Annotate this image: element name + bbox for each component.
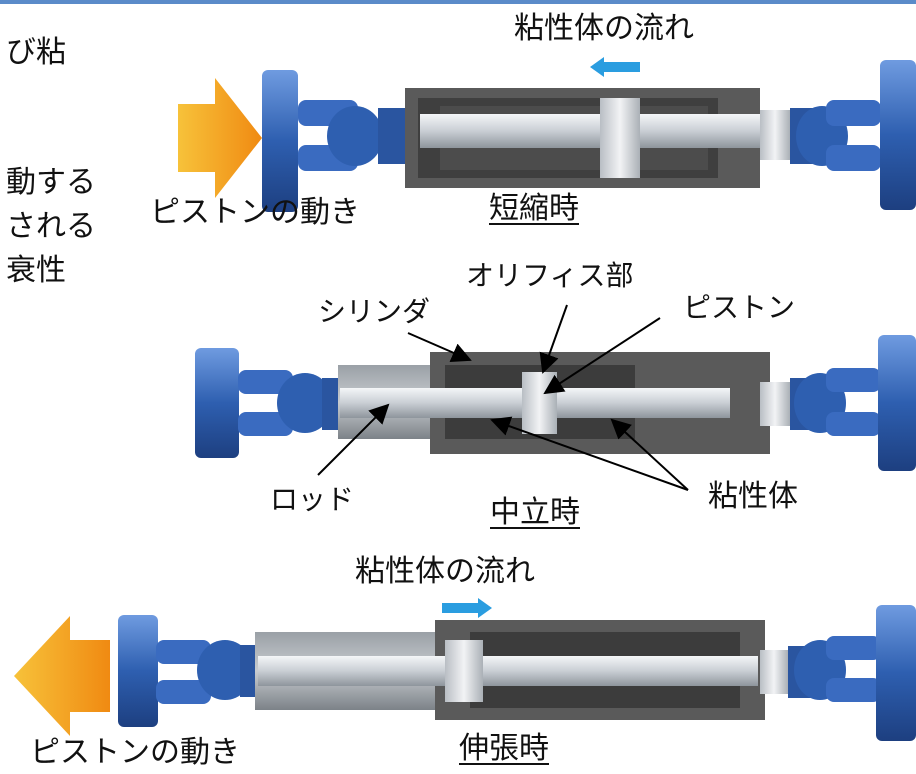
rod	[420, 114, 770, 148]
left-text-fragment-4: 衰性	[6, 253, 66, 288]
leader-orifice	[539, 304, 568, 374]
right-bracket	[790, 335, 916, 471]
leader-fluid-1	[490, 416, 689, 491]
label-rod: ロッド	[270, 483, 355, 516]
label-viscous-fluid: 粘性体	[708, 479, 798, 514]
label-orifice: オリフィス部	[466, 259, 634, 292]
flow-arrow-right-icon	[442, 598, 492, 618]
damper-bottom	[14, 598, 916, 741]
rod	[258, 656, 758, 686]
left-text-fragment-2: 動する	[6, 165, 96, 200]
right-bracket	[788, 605, 916, 741]
flow-label-top: 粘性体の流れ	[514, 11, 694, 46]
motion-label-top: ピストンの動き	[150, 195, 360, 230]
motion-arrow-left-icon	[14, 616, 110, 736]
left-text-fragment-1: び粘	[6, 35, 66, 70]
motion-label-bottom: ピストンの動き	[30, 735, 240, 770]
leader-fluid-2	[610, 418, 689, 491]
state-label-bottom: 伸張時	[459, 731, 549, 766]
motion-arrow-right-icon	[178, 78, 262, 198]
state-label-middle: 中立時	[490, 495, 580, 530]
flow-arrow-left-icon	[590, 57, 640, 77]
leader-piston	[543, 317, 661, 395]
header-rule	[0, 0, 916, 4]
damper-top	[178, 57, 916, 212]
leader-cylinder	[407, 332, 472, 362]
left-bracket	[195, 348, 342, 458]
left-text-fragment-3: される	[6, 209, 96, 244]
label-cylinder: シリンダ	[318, 295, 431, 328]
state-label-top: 短縮時	[489, 191, 579, 226]
piston	[600, 98, 640, 178]
right-bracket	[790, 60, 916, 210]
piston	[522, 372, 557, 434]
flow-label-bottom: 粘性体の流れ	[355, 554, 535, 589]
label-piston: ピストン	[683, 291, 796, 324]
damper-middle	[195, 304, 916, 491]
piston	[445, 640, 483, 702]
left-bracket	[262, 70, 406, 212]
leader-rod	[317, 403, 390, 476]
left-bracket	[118, 615, 260, 727]
